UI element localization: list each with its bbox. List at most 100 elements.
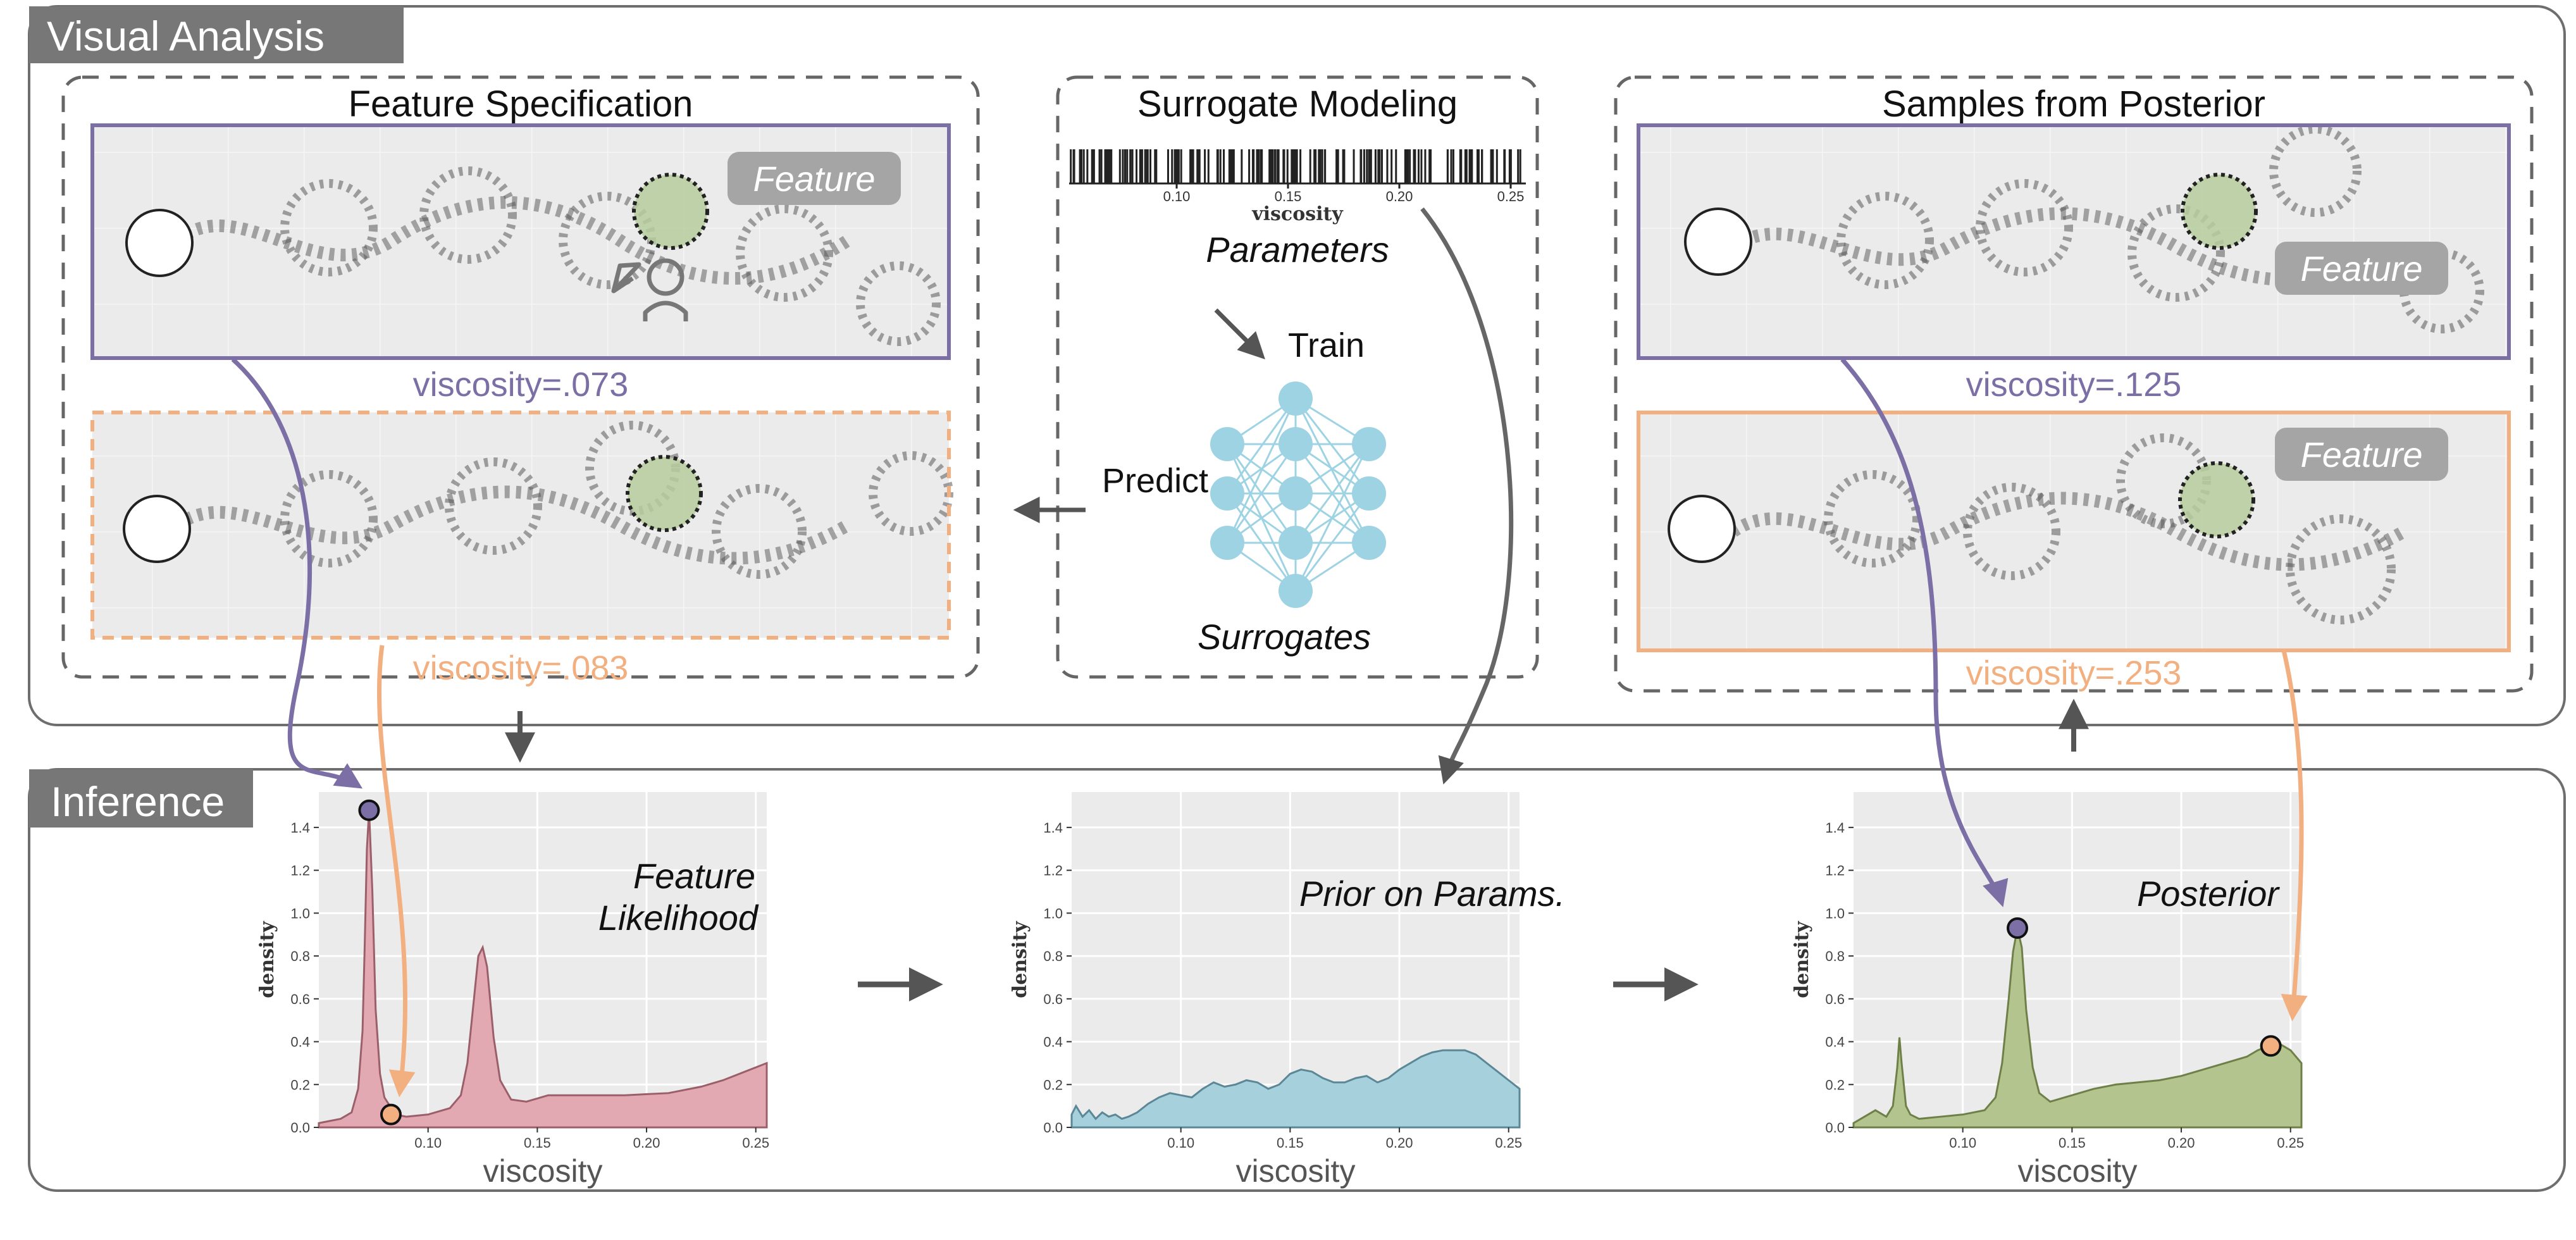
value-marker-orange xyxy=(380,1103,402,1125)
vortex-streaks xyxy=(173,196,851,285)
y-tick-label: 0.8 xyxy=(290,948,310,964)
y-tick-label: 0.2 xyxy=(1825,1077,1845,1093)
vortex xyxy=(2127,204,2225,302)
feature-region xyxy=(626,455,703,532)
x-tick-label: 0.20 xyxy=(1386,1135,1413,1151)
y-tick-label: 1.2 xyxy=(290,863,310,879)
density-area xyxy=(1852,927,2303,1129)
vortex-streaks xyxy=(1730,492,2408,571)
vortex xyxy=(2400,249,2484,333)
chart-title-line: Likelihood xyxy=(598,898,759,938)
vortex-streaks xyxy=(173,485,851,565)
value-marker-orange xyxy=(2260,1035,2282,1057)
y-tick-label: 0.2 xyxy=(1043,1077,1063,1093)
y-tick-label: 0.6 xyxy=(290,991,310,1007)
x-tick-label: 0.10 xyxy=(1949,1135,1976,1151)
nn-node xyxy=(1210,526,1244,560)
spec-top-viscosity: viscosity=.073 xyxy=(413,366,629,404)
x-tick-label: 0.15 xyxy=(2059,1135,2086,1151)
rug-tick: 0.20 xyxy=(1386,189,1413,204)
train-label: Train xyxy=(1288,326,1365,364)
y-tick-label: 0.0 xyxy=(1043,1120,1063,1136)
nn-node xyxy=(1352,526,1386,560)
user-cursor-icon xyxy=(611,258,688,321)
x-tick-label: 0.25 xyxy=(742,1135,769,1151)
nn-edge xyxy=(1294,398,1370,494)
y-tick-label: 0.8 xyxy=(1043,948,1063,964)
y-tick-label: 0.8 xyxy=(1825,948,1845,964)
x-axis-label: viscosity xyxy=(1236,1153,1356,1189)
cylinder-obstacle xyxy=(1668,495,1736,563)
flow-panel-posterior-top: Feature xyxy=(1637,123,2511,360)
rug-tick: 0.25 xyxy=(1497,189,1525,204)
posterior-samples-title: Samples from Posterior xyxy=(1882,84,2265,125)
train-arrow xyxy=(1214,308,1265,359)
posterior-top-viscosity: viscosity=.125 xyxy=(1966,366,2182,404)
x-tick-label: 0.25 xyxy=(1495,1135,1522,1151)
chart-title: Prior on Params. xyxy=(1299,874,1565,914)
neural-network-icon xyxy=(1210,381,1386,608)
nn-edge xyxy=(1294,443,1370,592)
feature-region xyxy=(2181,173,2258,250)
feature-badge-label: Feature xyxy=(2301,435,2423,474)
value-marker-purple xyxy=(358,799,380,821)
x-tick-label: 0.15 xyxy=(1277,1135,1304,1151)
density-area xyxy=(318,810,768,1129)
flow-panel-spec-top: Feature xyxy=(90,123,951,360)
nn-node xyxy=(1279,476,1313,511)
vortex xyxy=(712,484,807,579)
visual-analysis-tab xyxy=(29,6,404,63)
density-area xyxy=(1070,1049,1521,1129)
y-tick-label: 1.2 xyxy=(1825,863,1845,879)
nn-node xyxy=(1279,526,1313,560)
surrogate-group xyxy=(1056,75,1539,679)
cylinder-obstacle xyxy=(123,495,191,563)
chart-title-line: Feature xyxy=(633,856,755,896)
y-tick-label: 1.0 xyxy=(1043,905,1063,921)
parameter-rug-plot: 0.10 0.15 0.20 0.25 viscosity xyxy=(1069,149,1526,225)
rug-tick: 0.10 xyxy=(1163,189,1191,204)
nn-edge xyxy=(1226,493,1297,592)
x-tick-label: 0.10 xyxy=(1167,1135,1194,1151)
x-tick-label: 0.20 xyxy=(2168,1135,2195,1151)
y-tick-label: 1.2 xyxy=(1043,863,1063,879)
rug-tick: 0.15 xyxy=(1275,189,1302,204)
spec-bottom-viscosity: viscosity=.083 xyxy=(413,649,629,687)
x-tick-label: 0.15 xyxy=(524,1135,551,1151)
vortex xyxy=(1976,179,2073,276)
flow-panel-spec-bottom xyxy=(90,411,953,640)
nn-edge xyxy=(1226,443,1297,543)
vortex xyxy=(1963,483,2060,580)
connector-purple-posterior xyxy=(1840,357,2009,908)
vortex xyxy=(2269,125,2362,217)
cylinder-obstacle xyxy=(125,209,194,277)
visual-analysis-label: Visual Analysis xyxy=(47,13,325,59)
vortex xyxy=(2286,514,2396,624)
nn-node xyxy=(1352,427,1386,461)
connector-orange-posterior xyxy=(2281,650,2308,1022)
vortex xyxy=(1836,192,1934,289)
y-tick-label: 0.6 xyxy=(1825,991,1845,1007)
feature-badge xyxy=(2275,428,2448,481)
nn-node xyxy=(1279,427,1313,461)
x-tick-label: 0.10 xyxy=(414,1135,442,1151)
nn-edge xyxy=(1294,443,1370,543)
vortex xyxy=(280,470,378,567)
y-tick-label: 0.0 xyxy=(1825,1120,1845,1136)
surrogates-label: Surrogates xyxy=(1198,617,1371,657)
parameters-label: Parameters xyxy=(1206,230,1389,270)
connector-orange-spec xyxy=(377,645,416,1098)
vortex xyxy=(856,261,941,346)
surrogate-title: Surrogate Modeling xyxy=(1137,84,1458,125)
vortex xyxy=(1824,470,1921,567)
x-tick-label: 0.20 xyxy=(633,1135,660,1151)
nn-edge xyxy=(1294,398,1370,543)
y-tick-label: 0.4 xyxy=(1043,1034,1063,1050)
nn-edge xyxy=(1226,398,1297,543)
y-tick-label: 1.4 xyxy=(290,820,310,836)
vortex xyxy=(280,179,378,276)
chart-title: Posterior xyxy=(2137,874,2280,914)
nn-node xyxy=(1210,476,1244,511)
